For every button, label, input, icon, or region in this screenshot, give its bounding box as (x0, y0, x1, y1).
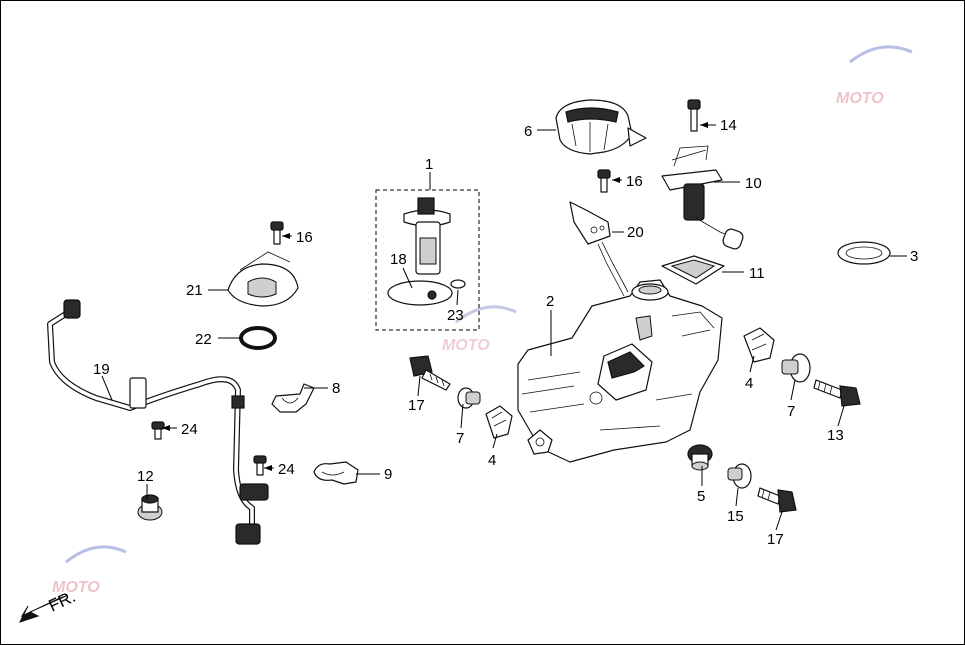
callout-16-upper: 16 (626, 173, 643, 190)
bolt-17-left-part (409, 355, 451, 391)
callout-3: 3 (910, 248, 918, 265)
o-ring-22-part (239, 326, 277, 350)
flange-plate-21-part (227, 251, 299, 307)
callout-6: 6 (524, 123, 532, 140)
callout-18: 18 (390, 251, 407, 268)
leader-lines (101, 124, 907, 531)
fuel-pump-assembly-group (375, 189, 480, 331)
hose-clip-9-part (313, 461, 359, 485)
bolt-24-left-part (151, 421, 165, 440)
callout-16-left: 16 (296, 229, 313, 246)
fuel-cap-part (555, 99, 647, 155)
bushing-4-right-part (743, 327, 775, 363)
callout-2: 2 (546, 293, 554, 310)
callout-21: 21 (186, 282, 203, 299)
gasket-plate-11-part (661, 255, 725, 285)
callout-4-right: 4 (745, 375, 753, 392)
callout-7-right: 7 (787, 403, 795, 420)
callout-8: 8 (332, 380, 340, 397)
callout-22: 22 (195, 331, 212, 348)
bolt-14-part (687, 99, 701, 132)
washer-7-left-part (457, 387, 481, 409)
bolt-16-left-part (270, 221, 284, 245)
callout-24-left: 24 (181, 421, 198, 438)
washer-15-part (727, 463, 752, 489)
callout-17-left: 17 (408, 397, 425, 414)
callout-4-left: 4 (488, 452, 496, 469)
grommet-5-part (687, 444, 713, 471)
bolt-17-right-part (757, 487, 797, 513)
callout-7-left: 7 (456, 430, 464, 447)
bracket-20-part (569, 201, 629, 297)
fuel-hose-19-part (47, 299, 269, 545)
ring-gasket-3-part (837, 241, 891, 265)
callout-19: 19 (93, 361, 110, 378)
callout-15: 15 (727, 508, 744, 525)
callout-10: 10 (745, 175, 762, 192)
bolt-13-part (813, 379, 861, 407)
watermark-logo-center: MOTO (442, 305, 517, 354)
callout-20: 20 (627, 224, 644, 241)
callout-24-right: 24 (278, 461, 295, 478)
callout-12: 12 (137, 468, 154, 485)
callout-14: 14 (720, 117, 737, 134)
watermark-text: MOTO (836, 90, 884, 107)
callout-17-right: 17 (767, 531, 784, 548)
callout-13: 13 (827, 427, 844, 444)
callout-1: 1 (425, 156, 433, 173)
watermark-text: MOTO (52, 579, 100, 596)
fuel-tank-2-part (517, 279, 723, 463)
washer-7-right-part (781, 353, 811, 383)
callout-labels: 1 2 3 4 4 5 6 7 7 8 9 10 11 12 13 14 15 … (93, 117, 918, 548)
callout-5: 5 (697, 488, 705, 505)
watermark-logo-top-right: MOTO (836, 45, 913, 107)
callout-23: 23 (447, 307, 464, 324)
grommet-12-part (137, 494, 163, 521)
callout-9: 9 (384, 466, 392, 483)
watermark-logo-bottom-left: MOTO (52, 545, 127, 596)
front-direction-arrow: FR. (19, 587, 79, 623)
leader-arrowheads (162, 122, 708, 471)
bolt-24-right-part (253, 455, 267, 476)
bolt-16-upper-part (597, 169, 611, 193)
fuel-sender-part (661, 145, 744, 250)
callout-11: 11 (749, 265, 765, 282)
watermark-text: MOTO (442, 337, 490, 354)
bushing-4-left-part (485, 405, 513, 439)
